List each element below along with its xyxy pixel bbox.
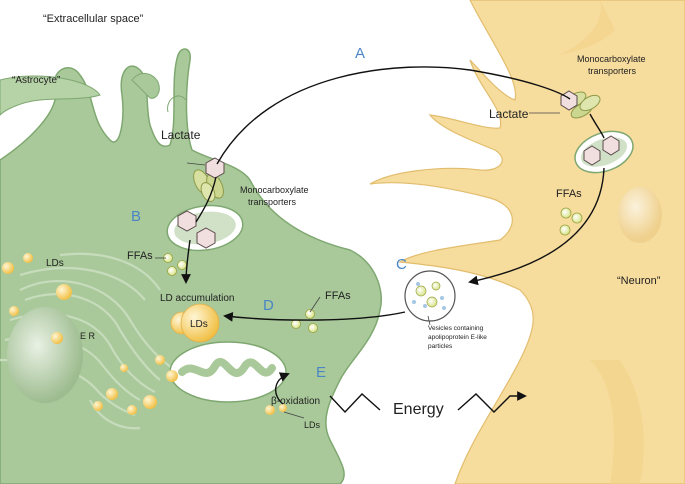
apoe-vesicle [404, 270, 456, 322]
mct-label-astrocyte-1: Monocarboxylate [240, 185, 309, 195]
astrocyte-label: “Astrocyte” [12, 75, 60, 86]
neuron-mitochondrion [574, 130, 634, 174]
astrocyte-nucleus [7, 307, 83, 403]
ffas-label-astrocyte: FFAs [127, 250, 153, 262]
lactate-label-neuron: Lactate [489, 107, 529, 121]
arrow-d [223, 311, 406, 322]
lactate-hexagon [205, 157, 225, 179]
vesicle-label-1: Vesicles containing [428, 325, 484, 332]
mct-label-neuron-1: Monocarboxylate [577, 54, 646, 64]
ld-accumulation-label: LD accumulation [160, 293, 234, 304]
leader-lines [155, 112, 560, 419]
lds-label-cluster: LDs [190, 319, 208, 330]
lactate-label-astrocyte: Lactate [161, 128, 201, 142]
lds-label-beta: LDs [304, 420, 321, 430]
lipid-droplets [2, 253, 287, 415]
arrow-c [468, 167, 605, 286]
er-label: E R [80, 331, 96, 341]
mct-astrocyte [193, 157, 225, 202]
energy-label: Energy [393, 401, 444, 418]
step-e: E [316, 364, 326, 381]
ffas-label-neuron: FFAs [556, 188, 582, 200]
step-d: D [263, 297, 274, 314]
mct-label-neuron-2: transporters [588, 66, 637, 76]
step-c: C [396, 256, 407, 273]
ld-cluster [170, 303, 220, 343]
vesicle-label-2: apolipoprotein E-like [428, 334, 487, 341]
astrocyte-mitochondrion-lower [169, 341, 287, 403]
mct-neuron [560, 90, 601, 119]
step-b: B [131, 208, 141, 225]
arrow-b [181, 239, 191, 284]
lactate-hexagon [177, 210, 197, 232]
ffas-d [291, 309, 318, 333]
neuron-nucleus [618, 187, 662, 243]
ffas-neuron [559, 207, 583, 236]
extracellular-label: “Extracellular space” [43, 13, 144, 25]
arrow-e [275, 372, 290, 405]
arrow-a [216, 66, 571, 165]
beta-oxidation-label: β-oxidation [271, 396, 320, 407]
step-a: A [355, 45, 365, 62]
lds-label-er: LDs [46, 258, 64, 269]
neuron-label: “Neuron” [617, 275, 661, 287]
neuron-cell [369, 0, 685, 484]
ffas-label-d: FFAs [325, 290, 351, 302]
vesicle-label-3: particles [428, 343, 453, 350]
mct-label-astrocyte-2: transporters [248, 197, 297, 207]
astrocyte-mitochondrion-upper [166, 204, 244, 252]
lactate-hexagon [196, 227, 216, 249]
pathway-arrows [181, 66, 605, 414]
